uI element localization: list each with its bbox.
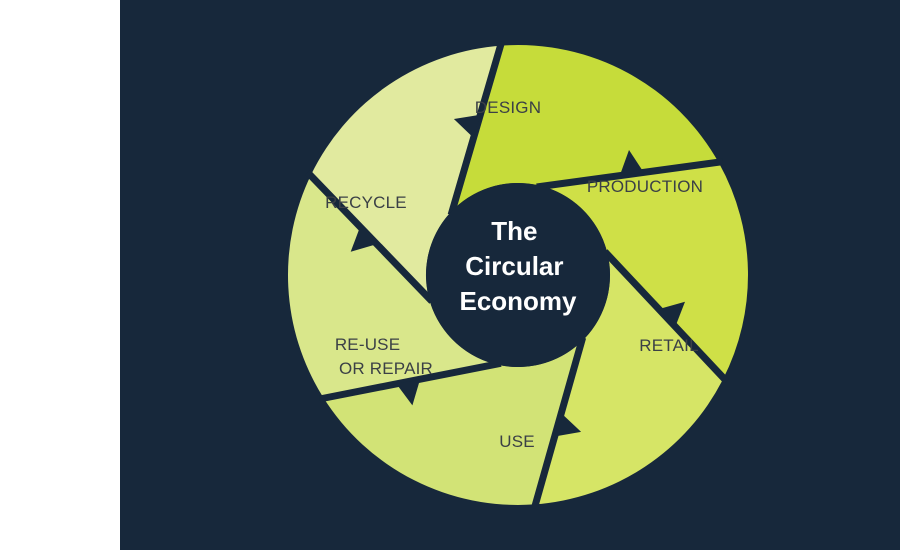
segment-production [537, 163, 748, 380]
segment-labels: DESIGN PRODUCTION RETAIL USE RE-USE OR R… [325, 98, 703, 451]
arrow-notch-icon [396, 379, 420, 406]
separator-line [536, 158, 724, 191]
separator-line [447, 40, 506, 216]
circular-economy-diagram: DESIGN PRODUCTION RETAIL USE RE-USE OR R… [120, 0, 900, 550]
arrow-notch-icon [659, 301, 685, 327]
segment-reuse-repair [287, 174, 501, 397]
arrow-notch-icon [554, 413, 582, 437]
label-use: USE [499, 432, 535, 451]
segment-retail [534, 251, 723, 505]
arrow-notch-icon [453, 114, 481, 138]
label-recycle: RECYCLE [325, 193, 407, 212]
label-reuse-repair: RE-USE OR REPAIR [335, 335, 433, 378]
diagram-panel: DESIGN PRODUCTION RETAIL USE RE-USE OR R… [120, 0, 900, 550]
arrow-notch-icon [350, 226, 377, 252]
arrows-group [350, 114, 685, 437]
segment-use [322, 338, 585, 505]
segment-recycle [311, 45, 502, 302]
separators-group [305, 40, 730, 510]
separator-line [318, 359, 502, 403]
center-title: The Circular Economy [459, 216, 577, 316]
label-design: DESIGN [475, 98, 541, 117]
separator-line [602, 249, 730, 384]
label-retail: RETAIL [639, 336, 698, 355]
separator-line [305, 169, 435, 304]
arrow-notch-icon [619, 150, 644, 176]
label-production: PRODUCTION [587, 177, 703, 196]
center-hub [426, 183, 610, 367]
left-margin [0, 0, 120, 550]
separator-line [530, 336, 587, 510]
